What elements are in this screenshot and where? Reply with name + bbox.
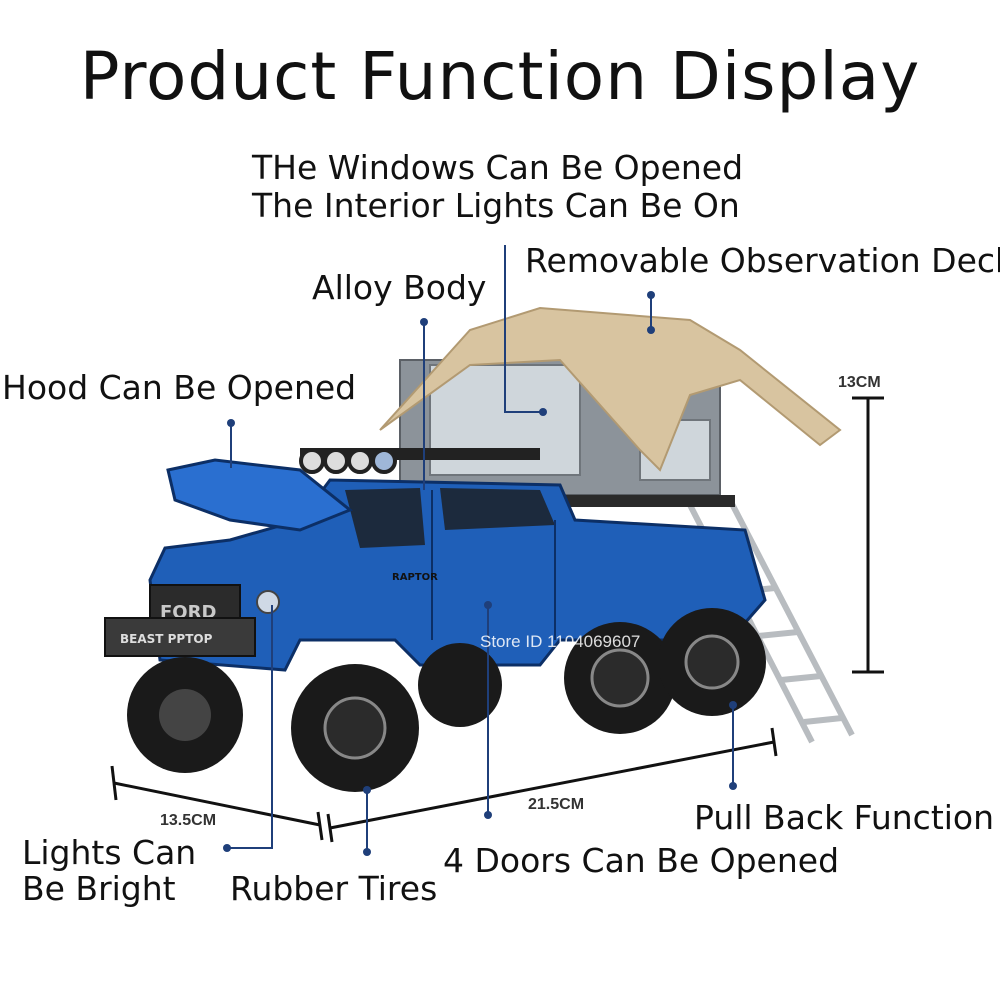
dimension-lines [110, 396, 884, 843]
callout-lines [227, 245, 734, 852]
badge-text: RAPTOR [392, 572, 438, 583]
bumper-text: BEAST PPTOP [120, 632, 213, 646]
label-lights-line2: Be Bright [22, 869, 176, 908]
label-hood: Hood Can Be Opened [2, 368, 357, 407]
rooftop-tent [379, 306, 842, 507]
label-doors: 4 Doors Can Be Opened [443, 841, 840, 880]
label-lights-line1: Lights Can [22, 833, 197, 872]
page-title: Product Function Display [79, 38, 921, 115]
tire-middle [564, 622, 676, 734]
roof-light-bar [299, 448, 540, 474]
dimension-height: 13CM [838, 374, 881, 391]
label-alloy-body: Alloy Body [312, 268, 487, 307]
tire-front-left [127, 657, 243, 773]
dimension-length: 21.5CM [528, 796, 585, 813]
label-windows: THe Windows Can Be Opened [252, 148, 744, 187]
callout-dots [223, 291, 737, 856]
label-interior-lights: The Interior Lights Can Be On [252, 186, 740, 225]
dimension-width: 13.5CM [160, 812, 217, 829]
label-observation-deck: Removable Observation Deck [525, 241, 1000, 280]
label-rubber-tires: Rubber Tires [230, 869, 438, 908]
tires [127, 608, 766, 792]
tire-rear [658, 608, 766, 716]
store-watermark: Store ID 1104069607 [480, 632, 641, 651]
label-pull-back: Pull Back Function [694, 798, 995, 837]
tire-front-right [291, 664, 419, 792]
truck-body: FORD BEAST PPTOP RAPTOR [104, 458, 767, 672]
tire-middle-far [418, 643, 502, 727]
